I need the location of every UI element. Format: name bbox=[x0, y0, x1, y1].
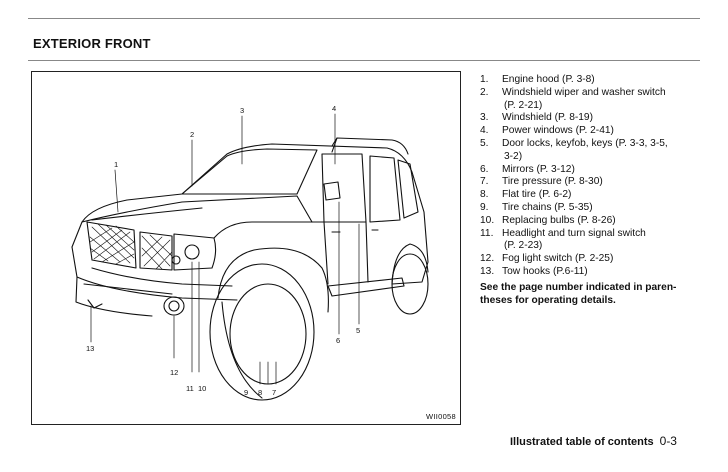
page-number: 0-3 bbox=[659, 434, 677, 448]
item-continuation: 3-2) bbox=[504, 150, 523, 162]
callout-11: 11 bbox=[186, 384, 194, 393]
item-text: Tow hooks (P.6-11) bbox=[502, 265, 588, 277]
list-item: 6. Mirrors (P. 3-12) bbox=[480, 164, 695, 177]
item-text: Windshield (P. 8-19) bbox=[502, 112, 593, 124]
item-text: Headlight and turn signal switch bbox=[502, 227, 646, 239]
item-number: 5. bbox=[480, 137, 489, 149]
section-title: EXTERIOR FRONT bbox=[33, 36, 151, 51]
item-text: Engine hood (P. 3-8) bbox=[502, 74, 595, 85]
item-number: 9. bbox=[480, 201, 489, 213]
item-text: Mirrors (P. 3-12) bbox=[502, 163, 575, 175]
callout-4: 4 bbox=[332, 104, 337, 113]
item-text: Tire pressure (P. 8-30) bbox=[502, 176, 603, 188]
item-number: 6. bbox=[480, 163, 489, 175]
callout-7: 7 bbox=[272, 388, 277, 397]
item-text: Fog light switch (P. 2-25) bbox=[502, 253, 614, 265]
list-item: 4. Power windows (P. 2-41) bbox=[480, 125, 695, 138]
item-text: Windshield wiper and washer switch bbox=[502, 86, 666, 98]
item-number: 12. bbox=[480, 253, 495, 265]
item-text: Tire chains (P. 5-35) bbox=[502, 201, 593, 213]
suv-drawing bbox=[71, 113, 429, 401]
list-item: 13. Tow hooks (P.6-11) bbox=[480, 266, 695, 279]
item-continuation: (P. 2-21) bbox=[504, 99, 543, 111]
list-item: 5. Door locks, keyfob, keys (P. 3-3, 3-5,… bbox=[480, 138, 695, 164]
vehicle-illustration: 1 2 3 4 5 6 7 8 9 10 11 12 13 WII0058 bbox=[31, 71, 461, 425]
list-item: 11. Headlight and turn signal switch(P. 2… bbox=[480, 228, 695, 254]
item-continuation: (P. 2-23) bbox=[504, 240, 543, 252]
callout-8: 8 bbox=[258, 388, 263, 397]
callout-13: 13 bbox=[86, 344, 95, 353]
item-number: 3. bbox=[480, 112, 489, 124]
callout-3: 3 bbox=[240, 106, 245, 115]
item-text: Flat tire (P. 6-2) bbox=[502, 189, 572, 201]
list-item: 1. Engine hood (P. 3-8) bbox=[480, 74, 695, 87]
item-number: 13. bbox=[480, 265, 495, 277]
list-item: 8. Flat tire (P. 6-2) bbox=[480, 189, 695, 202]
item-text: Replacing bulbs (P. 8-26) bbox=[502, 214, 616, 226]
callout-12: 12 bbox=[170, 368, 179, 377]
callout-10: 10 bbox=[198, 384, 207, 393]
list-item: 3. Windshield (P. 8-19) bbox=[480, 112, 695, 125]
page-footer: Illustrated table of contents 0-3 bbox=[510, 434, 677, 448]
item-number: 7. bbox=[480, 176, 489, 188]
top-rule bbox=[28, 18, 700, 19]
figure-code: WII0058 bbox=[425, 412, 456, 421]
list-item: 12. Fog light switch (P. 2-25) bbox=[480, 253, 695, 266]
item-text: Door locks, keyfob, keys (P. 3-3, 3-5, bbox=[502, 137, 668, 149]
list-item: 2. Windshield wiper and washer switch(P. … bbox=[480, 87, 695, 113]
item-number: 10. bbox=[480, 214, 495, 226]
footer-title: Illustrated table of contents bbox=[510, 436, 654, 448]
section-rule bbox=[28, 60, 700, 61]
callout-2: 2 bbox=[190, 130, 195, 139]
item-number: 4. bbox=[480, 125, 489, 137]
item-number: 2. bbox=[480, 86, 489, 98]
item-number: 11. bbox=[480, 227, 494, 239]
callout-9: 9 bbox=[244, 388, 249, 397]
reference-note: See the page number indicated in paren-t… bbox=[480, 282, 677, 306]
item-number: 8. bbox=[480, 189, 489, 201]
list-item: 10. Replacing bulbs (P. 8-26) bbox=[480, 215, 695, 228]
item-number: 1. bbox=[480, 74, 489, 85]
list-item: 9. Tire chains (P. 5-35) bbox=[480, 202, 695, 215]
callout-1: 1 bbox=[114, 160, 119, 169]
callout-6: 6 bbox=[336, 336, 341, 345]
contents-list: 1. Engine hood (P. 3-8) 2. Windshield wipe… bbox=[480, 74, 695, 279]
callout-5: 5 bbox=[356, 326, 361, 335]
list-item: 7. Tire pressure (P. 8-30) bbox=[480, 176, 695, 189]
item-text: Power windows (P. 2-41) bbox=[502, 125, 614, 137]
